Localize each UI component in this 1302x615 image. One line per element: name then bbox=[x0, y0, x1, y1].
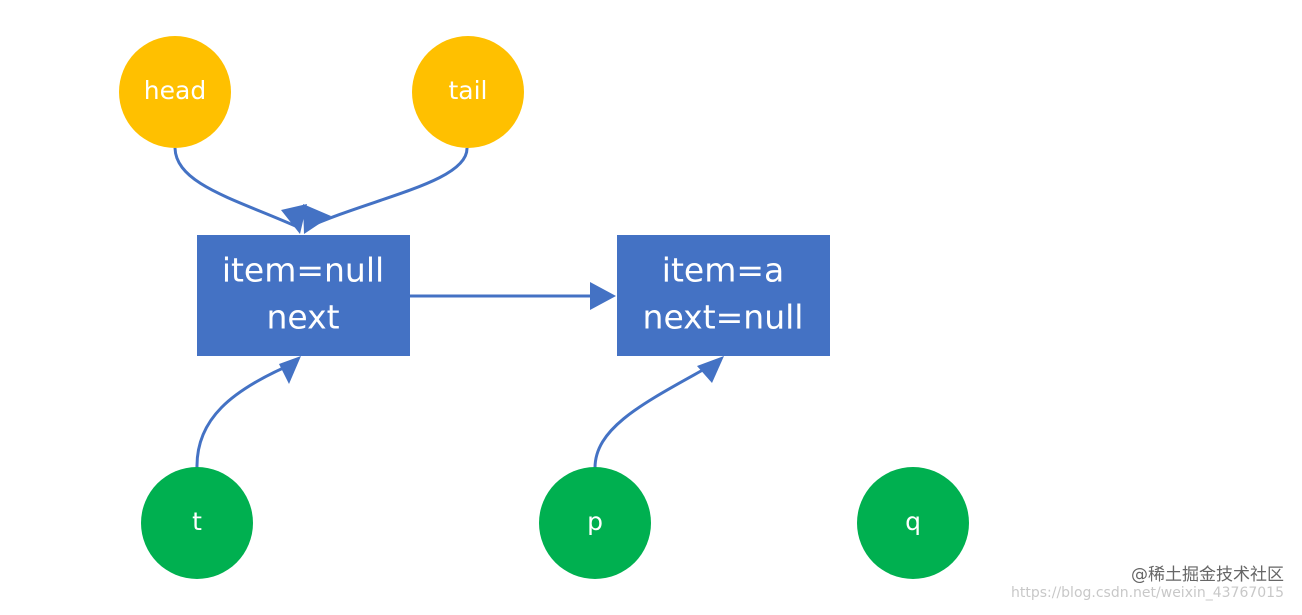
t-label: t bbox=[192, 507, 202, 536]
watermark: @稀土掘金技术社区 https://blog.csdn.net/weixin_4… bbox=[1011, 565, 1284, 601]
arrow-p-to-node-2 bbox=[593, 360, 718, 469]
variable-t: t bbox=[141, 467, 253, 579]
t-circle bbox=[141, 467, 253, 579]
variable-q: q bbox=[857, 467, 969, 579]
q-label: q bbox=[905, 507, 921, 536]
q-circle bbox=[857, 467, 969, 579]
arrow-t-to-node-1 bbox=[195, 360, 298, 469]
list-node-1-item: item=null bbox=[222, 251, 384, 290]
head-circle bbox=[119, 36, 231, 148]
tail-label: tail bbox=[448, 76, 487, 105]
p-circle bbox=[539, 467, 651, 579]
list-node-2: item=a next=null bbox=[617, 235, 830, 356]
arrowhead-p bbox=[697, 356, 724, 383]
pointer-tail: tail bbox=[412, 36, 524, 148]
arrow-tail-to-node-1 bbox=[305, 147, 469, 230]
arrows bbox=[173, 147, 718, 469]
watermark-url: https://blog.csdn.net/weixin_43767015 bbox=[1010, 585, 1284, 601]
variable-p: p bbox=[539, 467, 651, 579]
arrowhead-head bbox=[281, 204, 307, 234]
list-node-1-box bbox=[197, 235, 410, 356]
list-node-1: item=null next bbox=[197, 235, 410, 356]
list-node-2-box bbox=[617, 235, 830, 356]
arrowheads bbox=[279, 204, 724, 384]
arrow-head-to-node-1 bbox=[173, 147, 301, 230]
arrowhead-node-2 bbox=[590, 282, 616, 310]
arrowhead-tail bbox=[303, 204, 331, 234]
list-node-2-next: next=null bbox=[643, 298, 804, 337]
pointer-head: head bbox=[119, 36, 231, 148]
p-label: p bbox=[587, 507, 603, 536]
list-node-1-next: next bbox=[266, 298, 339, 337]
arrowhead-t bbox=[279, 356, 301, 384]
tail-circle bbox=[412, 36, 524, 148]
list-node-2-item: item=a bbox=[662, 251, 784, 290]
watermark-text: @稀土掘金技术社区 bbox=[1131, 565, 1284, 585]
head-label: head bbox=[144, 76, 206, 105]
